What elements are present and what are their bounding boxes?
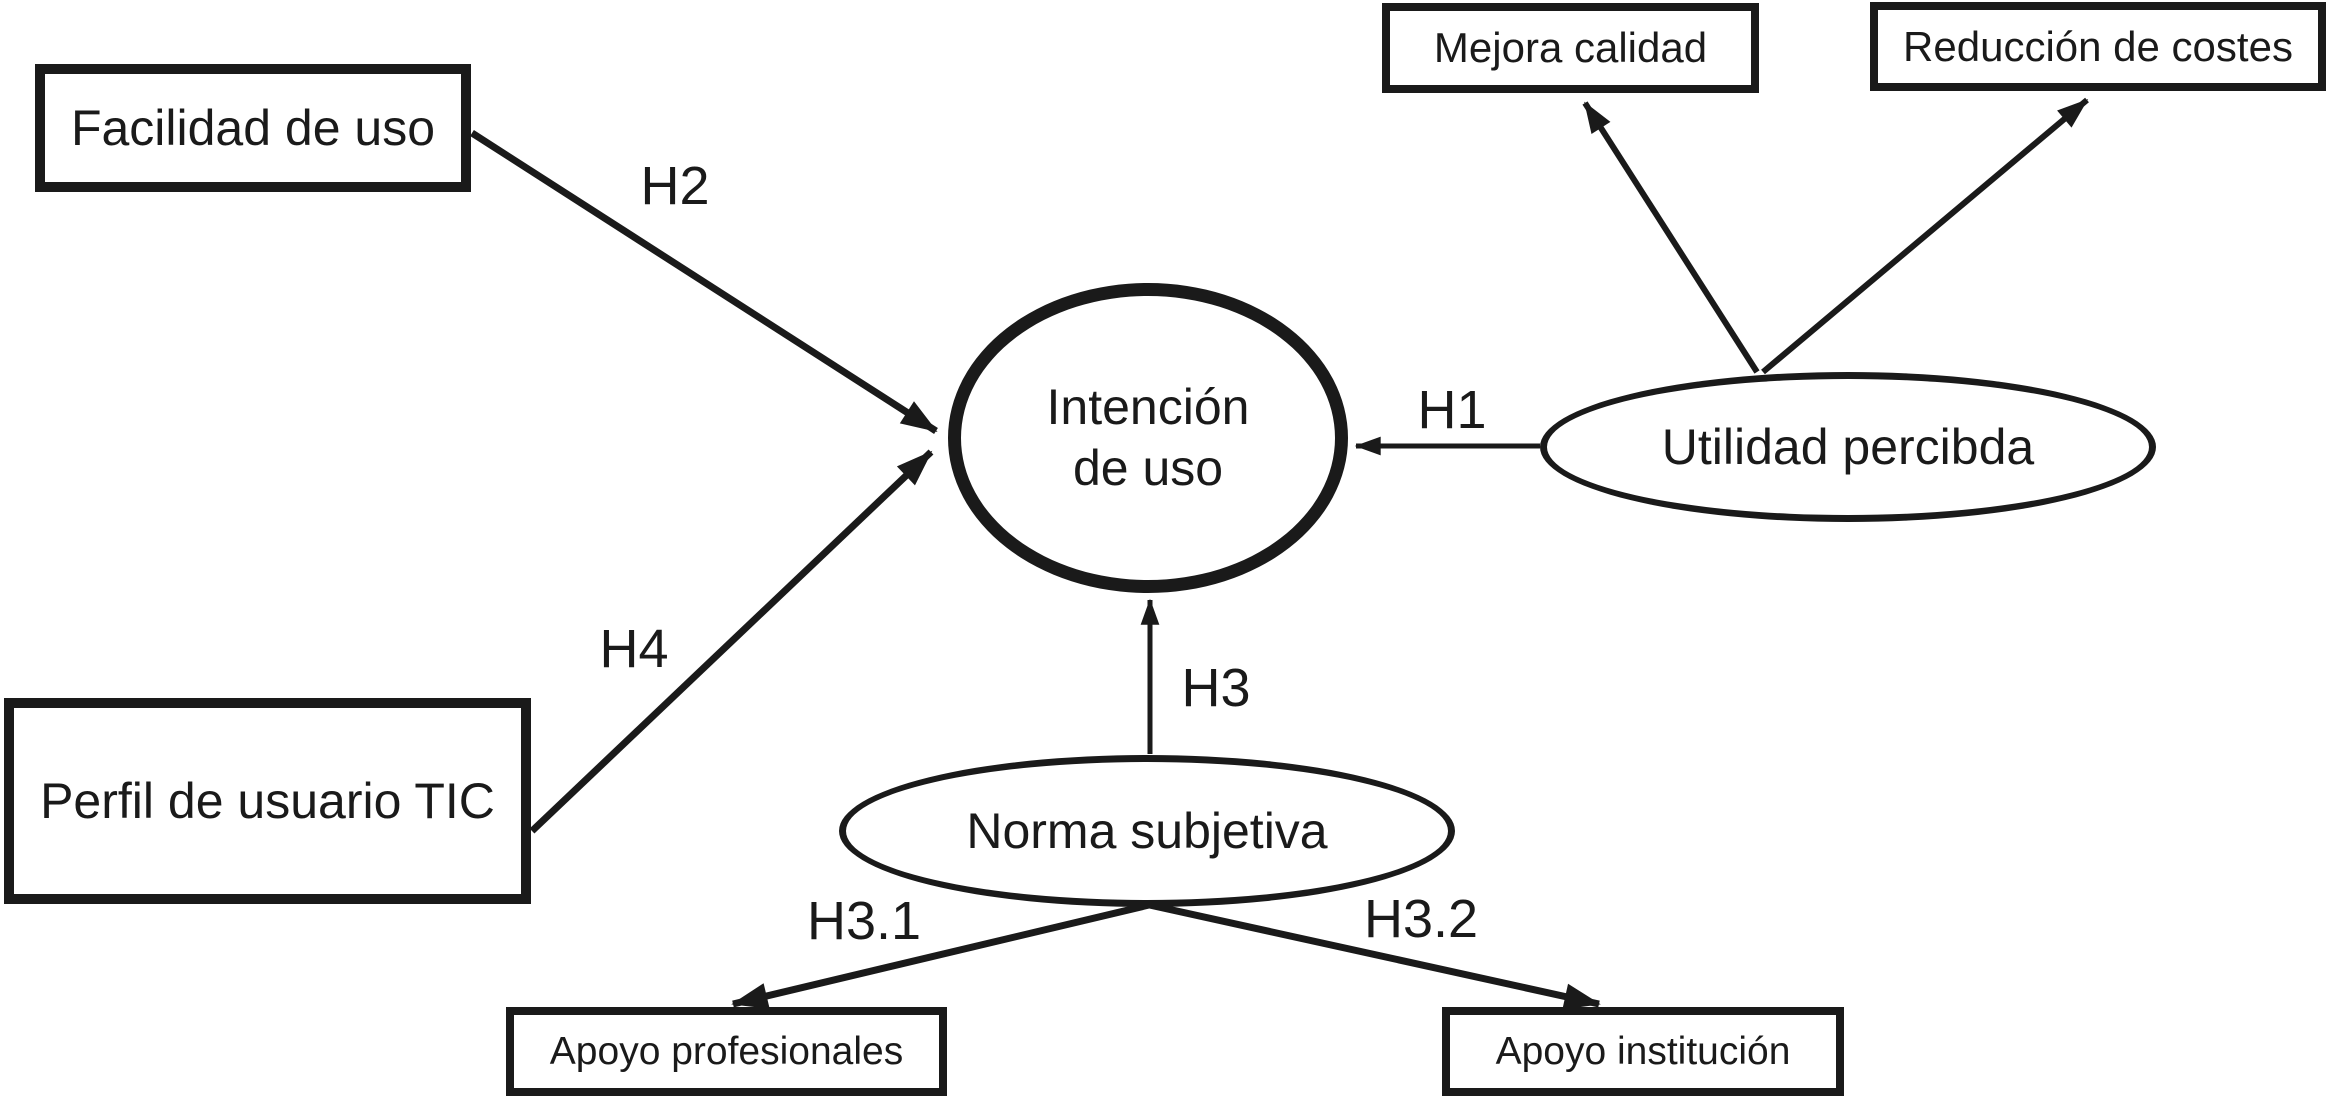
node-facilidad-de-uso-label: Facilidad de uso xyxy=(70,99,436,156)
node-norma-subjetiva-label: Norma subjetiva xyxy=(966,802,1328,859)
edge-label-h2: H2 xyxy=(640,156,710,216)
edge-label-h3-1: H3.1 xyxy=(806,891,922,951)
edge-h4-arrow xyxy=(529,449,934,834)
edge-h3-1-arrow xyxy=(731,887,1209,1009)
edge-label-h1: H1 xyxy=(1417,380,1487,440)
node-intencion-de-uso-label: Intención de uso xyxy=(1046,379,1250,496)
edge-h2-arrow xyxy=(470,130,938,434)
node-utilidad-percibda-label: Utilidad percibda xyxy=(1661,418,2035,475)
edge-label-h4: H4 xyxy=(599,619,669,679)
node-apoyo-profesionales: Apoyo profesionales xyxy=(506,1007,947,1096)
edge-h3-2-arrow xyxy=(1085,887,1601,1010)
node-reduccion-de-costes: Reducción de costes xyxy=(1870,2,2326,91)
node-apoyo-institucion-label: Apoyo institución xyxy=(1495,1029,1791,1073)
node-facilidad-de-uso: Facilidad de uso xyxy=(35,64,471,192)
node-norma-subjetiva: Norma subjetiva xyxy=(839,755,1455,907)
edge-utilidad-mejora-arrow xyxy=(1582,101,1760,374)
node-intencion-de-uso: Intención de uso xyxy=(948,283,1348,593)
node-perfil-de-usuario-tic-label: Perfil de usuario TIC xyxy=(40,772,495,829)
node-mejora-calidad: Mejora calidad xyxy=(1382,3,1759,93)
node-utilidad-percibda: Utilidad percibda xyxy=(1540,372,2156,522)
edge-utilidad-reduccion-arrow xyxy=(1761,97,2089,375)
node-reduccion-de-costes-label: Reducción de costes xyxy=(1903,22,2293,70)
edge-label-h3: H3 xyxy=(1181,658,1251,718)
node-perfil-de-usuario-tic: Perfil de usuario TIC xyxy=(4,698,531,904)
node-apoyo-institucion: Apoyo institución xyxy=(1442,1007,1844,1096)
node-mejora-calidad-label: Mejora calidad xyxy=(1433,24,1708,72)
node-apoyo-profesionales-label: Apoyo profesionales xyxy=(549,1029,904,1073)
edge-label-h3-2: H3.2 xyxy=(1363,889,1479,949)
